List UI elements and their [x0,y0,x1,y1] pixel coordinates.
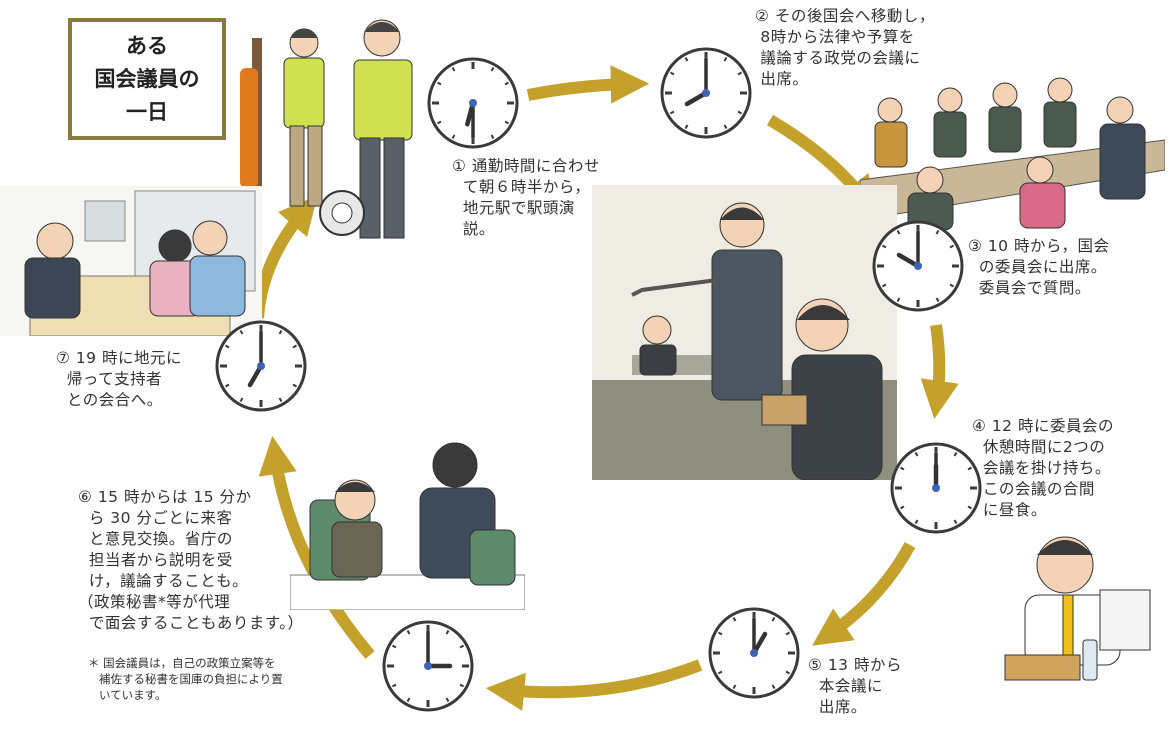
clock-tick [445,697,450,703]
clock-tick [949,244,955,249]
title-box: ある 国会議員の 一日 [68,18,226,140]
clock-tick [914,519,919,525]
step-2-caption: ② その後国会へ移動し， 8時から法律や予算を 議論する政党の会議に 出席。 [755,7,935,88]
clock-tick [278,397,283,403]
clock-center [914,262,922,270]
clock-tick [292,344,298,349]
clock-tick [459,644,465,649]
clock-tick [669,71,675,76]
clock-tick [278,329,283,335]
clock-tick [445,629,450,635]
step-6-caption: ⑥ 15 時からは 15 分か ら 30 分ごとに来客 と意見交換。省庁の 担当… [78,488,304,632]
clock-tick [717,631,723,636]
clock-tick [737,71,743,76]
arrow-4-to-5 [812,542,916,646]
clock-tick [406,697,411,703]
arrow-1-to-2 [526,65,650,104]
scene-office-meeting [290,442,525,610]
clock-tick [723,56,728,62]
clock-tick [914,451,919,457]
scene-station-speech [240,19,413,239]
title-line-3: 一日 [126,99,168,124]
step-1-caption: ① 通勤時間に合わせ て朝６時半から， 地元駅で駅頭演 説。 [452,157,600,238]
clock-tick [953,451,958,457]
clock-tick [949,283,955,288]
scene-party-meeting [860,77,1165,230]
clock-tick [771,616,776,622]
clock-center [702,89,710,97]
clock-tick [785,670,791,675]
clock-tick [896,297,901,303]
clock-tick [737,110,743,115]
clock-center [424,662,432,670]
clock-tick [881,244,887,249]
clock-tick [239,397,244,403]
clock-1000 [872,220,964,312]
clock-tick [224,383,230,388]
clock-0800 [660,47,752,139]
clock-tick [224,344,230,349]
clock-tick [391,683,397,688]
arrow-3-to-4 [920,324,959,420]
clock-tick [406,629,411,635]
scene-committee [592,185,897,480]
clock-tick [239,329,244,335]
clock-tick [717,670,723,675]
clock-tick [899,505,905,510]
clock-tick [504,81,510,86]
clock-tick [436,120,442,125]
clock-tick [391,644,397,649]
clock-1500 [382,620,474,712]
clock-tick [723,124,728,130]
clock-tick [684,124,689,130]
step-3-caption: ③ 10 時から，国会 の委員会に出席。 委員会で質問。 [968,237,1110,297]
clock-tick [451,134,456,140]
clock-1200 [890,442,982,534]
clock-center [750,649,758,657]
title-line-1: ある [126,33,168,58]
title-line-2: 国会議員の [94,66,200,91]
clock-tick [490,66,495,72]
arrow-6-to-7 [258,435,375,659]
clock-tick [684,56,689,62]
clock-center [257,362,265,370]
clock-tick [785,631,791,636]
step-5-caption: ⑤ 13 時から 本会議に 出席。 [808,656,902,716]
scene-supporters [0,186,262,336]
clock-1300 [708,607,800,699]
clock-tick [953,519,958,525]
clock-tick [967,466,973,471]
clock-tick [935,297,940,303]
clock-center [932,484,940,492]
clock-tick [896,229,901,235]
footnote: ＊ 国会議員は，自己の政策立案等を 補佐する秘書を国庫の負担により置 いています… [88,656,283,702]
clock-center [469,99,477,107]
clock-tick [732,684,737,690]
clock-tick [490,134,495,140]
clock-1900 [215,320,307,412]
clock-tick [771,684,776,690]
step-4-caption: ④ 12 時に委員会の 休憩時間に2つの 会議を掛け持ち。 この会議の合間 に昼… [972,417,1114,519]
clock-tick [504,120,510,125]
clock-tick [881,283,887,288]
clock-tick [967,505,973,510]
clock-tick [732,616,737,622]
clock-tick [436,81,442,86]
arrow-5-to-6 [485,659,703,711]
clock-tick [451,66,456,72]
clock-tick [292,383,298,388]
clock-tick [935,229,940,235]
clock-tick [899,466,905,471]
clock-tick [459,683,465,688]
step-7-caption: ⑦ 19 時に地元に 帰って支持者 との会合へ。 [56,349,182,409]
clock-tick [669,110,675,115]
clock-0630 [427,57,519,149]
scene-lunch [1004,536,1151,681]
